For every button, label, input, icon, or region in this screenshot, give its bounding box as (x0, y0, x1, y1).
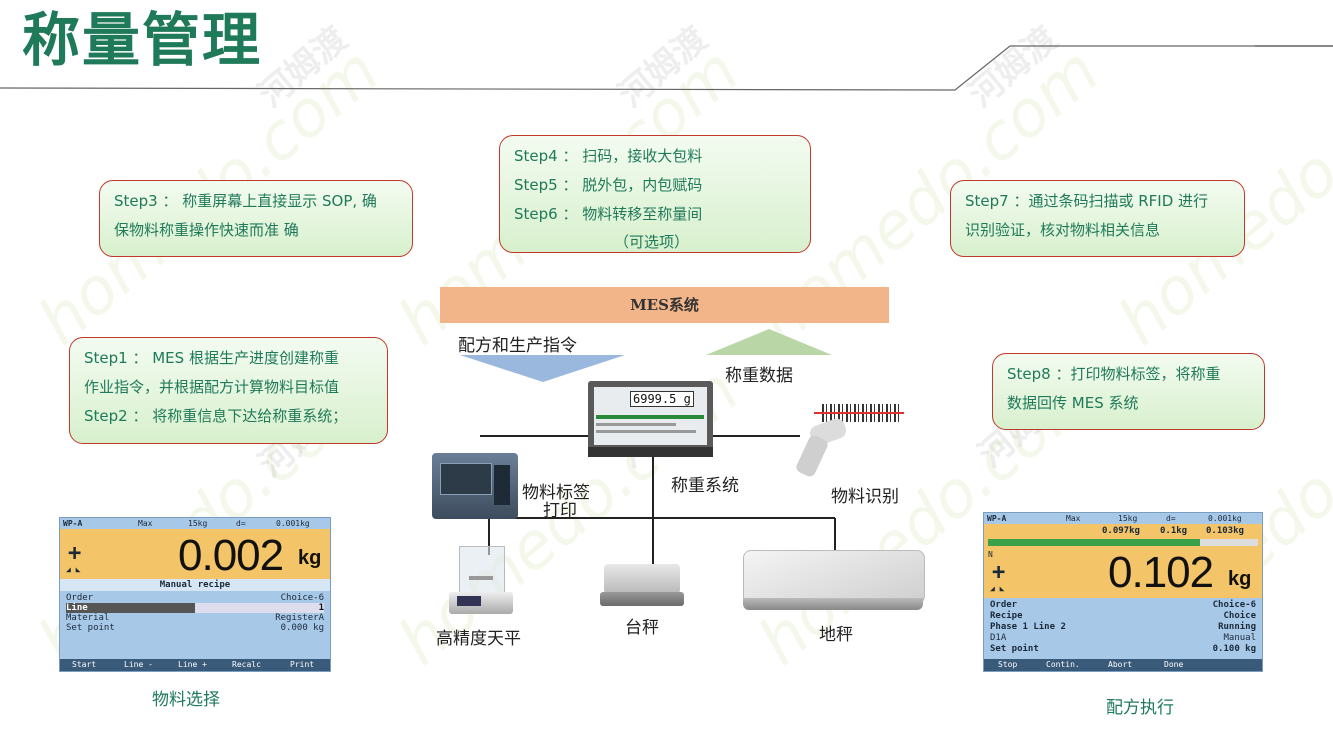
panel-id: WP-A (63, 519, 83, 528)
material-selection-panel: WP-A Max 15kg d= 0.001kg + ◢ ◣ 0.002 kg … (59, 517, 331, 672)
bench-scale-label: 台秤 (625, 618, 659, 638)
start-button[interactable]: Start (72, 660, 97, 669)
mes-system-bar: MES系统 (440, 287, 889, 323)
recipe-execution-panel: WP-A Max 15kg d= 0.001kg 0.097kg 0.1kg 0… (983, 512, 1263, 672)
label-printer-label-2: 打印 (543, 501, 577, 521)
done-button[interactable]: Done (1164, 660, 1184, 669)
precision-balance-label: 高精度天平 (436, 629, 521, 649)
up-arrow-icon (706, 329, 832, 355)
target-nominal: 0.1kg (1160, 526, 1188, 536)
panel-max: Max (1066, 514, 1081, 523)
step6-optional: （可选项） (614, 233, 690, 251)
panel-weight-area: 0.097kg 0.1kg 0.103kg N + ◢ ◣ 0.102 kg (984, 524, 1262, 598)
weigh-system-label: 称重系统 (671, 476, 739, 496)
step8-line1: Step8 ：打印物料标签，将称重 (1007, 365, 1221, 383)
floor-scale-icon (743, 550, 925, 612)
panel-d: d= (1166, 514, 1176, 523)
panel-id: WP-A (987, 514, 1007, 523)
weight-value: 0.002 (178, 531, 284, 580)
step1-line1: Step1 ： MES 根据生产进度创建称重 (84, 349, 339, 367)
step3-line1: Step3 ： 称重屏幕上直接显示 SOP, 确 (114, 192, 377, 210)
bench-scale-icon (600, 564, 684, 610)
step8-line2: 数据回传 MES 系统 (1007, 394, 1139, 412)
panel-max: Max (138, 519, 153, 528)
step4-line: Step4 ： 扫码，接收大包料 (514, 147, 703, 165)
plus-sign-icon: + (992, 560, 1006, 585)
step456-box: Step4 ： 扫码，接收大包料 Step5 ： 脱外包，内包赋码 Step6 … (499, 135, 811, 253)
header-divider (0, 45, 1333, 91)
step7-line2: 识别验证，核对物料相关信息 (965, 221, 1161, 239)
target-low: 0.097kg (1102, 526, 1140, 536)
weigh-data-label: 称重数据 (725, 366, 793, 386)
panel-weight-area: + ◢ ◣ 0.002 kg (60, 529, 330, 580)
weight-unit: kg (1228, 568, 1252, 590)
stable-icon: ◢ ◣ (990, 584, 1005, 593)
stable-icon: ◢ ◣ (66, 565, 81, 574)
abort-button[interactable]: Abort (1108, 660, 1133, 669)
page-title: 称量管理 (22, 6, 263, 74)
label-printer-icon (432, 447, 518, 519)
panel-resolution: 0.001kg (276, 519, 310, 528)
step5-line: Step5 ： 脱外包，内包赋码 (514, 176, 703, 194)
stop-button[interactable]: Stop (998, 660, 1018, 669)
step2-line: Step2 ： 将称重信息下达给称重系统； (84, 407, 348, 425)
precision-balance-icon (447, 546, 515, 622)
down-arrow-icon (460, 355, 625, 382)
panel-softkeys: Stop Contin. Abort Done (984, 659, 1262, 671)
line-minus-button[interactable]: Line - (124, 660, 153, 669)
continue-button[interactable]: Contin. (1046, 660, 1080, 669)
recalc-button[interactable]: Recalc (232, 660, 261, 669)
panel-top-bar: WP-A Max 15kg d= 0.001kg (984, 513, 1262, 524)
tolerance-bar (988, 539, 1258, 546)
material-selection-caption: 物料选择 (152, 690, 220, 710)
terminal-readout: 6999.5 g (630, 391, 694, 407)
plus-sign-icon: + (68, 541, 82, 566)
panel-softkeys: Start Line - Line + Recalc Print (60, 659, 330, 671)
weight-value: 0.102 (1108, 548, 1214, 597)
weighing-terminal: 6999.5 g (588, 381, 713, 457)
panel-resolution: 0.001kg (1208, 514, 1242, 523)
barcode-scanner-icon (794, 400, 910, 480)
step1-line2: 作业指令，并根据配方计算物料目标值 (84, 378, 340, 396)
panel-capacity: 15kg (188, 519, 208, 528)
print-button[interactable]: Print (290, 660, 315, 669)
target-high: 0.103kg (1206, 526, 1244, 536)
line-plus-button[interactable]: Line + (178, 660, 207, 669)
floor-scale-label: 地秤 (819, 625, 853, 645)
step7-box: Step7 ：通过条码扫描或 RFID 进行 识别验证，核对物料相关信息 (950, 180, 1245, 257)
recipe-order-label: 配方和生产指令 (458, 336, 577, 356)
step8-box: Step8 ：打印物料标签，将称重 数据回传 MES 系统 (992, 353, 1265, 430)
step6-line: Step6 ： 物料转移至称量间 (514, 205, 703, 223)
step3-line2: 保物料称重操作快速而准 确 (114, 221, 299, 239)
label-printer-label-1: 物料标签 (522, 483, 590, 503)
panel-capacity: 15kg (1118, 514, 1138, 523)
net-indicator: N (988, 550, 993, 559)
weight-unit: kg (298, 547, 322, 569)
step12-box: Step1 ： MES 根据生产进度创建称重 作业指令，并根据配方计算物料目标值… (69, 337, 388, 444)
step7-line1: Step7 ：通过条码扫描或 RFID 进行 (965, 192, 1209, 210)
panel-d: d= (236, 519, 246, 528)
panel-top-bar: WP-A Max 15kg d= 0.001kg (60, 518, 330, 529)
panel-heading: Manual recipe (60, 579, 330, 591)
material-id-label: 物料识别 (831, 487, 899, 507)
step3-box: Step3 ： 称重屏幕上直接显示 SOP, 确 保物料称重操作快速而准 确 (99, 180, 413, 257)
recipe-execution-caption: 配方执行 (1106, 698, 1174, 718)
